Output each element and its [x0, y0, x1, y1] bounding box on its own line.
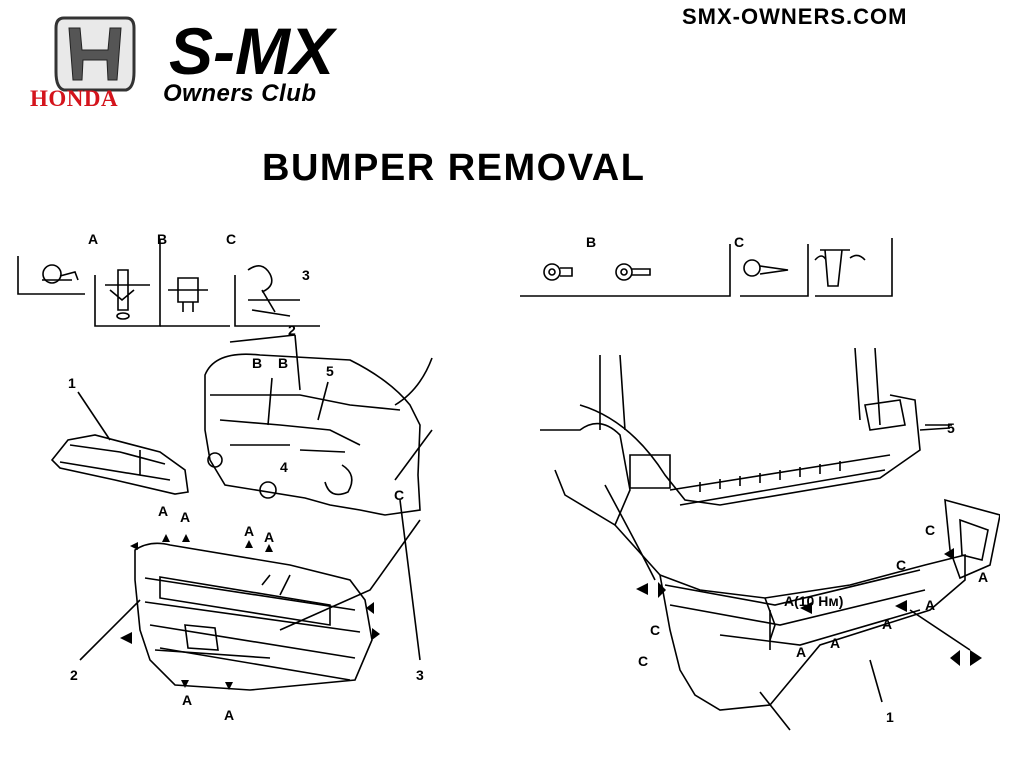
- front-bumper-cover: [134, 542, 373, 691]
- self-tapping-screw-icon: [743, 259, 789, 277]
- front-key-a-label: A: [88, 231, 98, 247]
- front-body-structure: [204, 334, 433, 516]
- rear-point-a1: A: [796, 644, 806, 660]
- front-point-a4: A: [264, 529, 274, 545]
- rear-body-structure: [540, 347, 951, 527]
- rear-point-c2: C: [896, 557, 906, 573]
- front-point-b2: B: [278, 355, 288, 371]
- honda-wordmark: HONDA: [30, 86, 119, 111]
- rear-point-a2: A: [830, 635, 840, 651]
- push-rivet-icon: [168, 277, 208, 312]
- front-callout-5: 5: [326, 363, 334, 379]
- front-point-b1: B: [252, 355, 262, 371]
- rear-bumper-cover: [658, 498, 1000, 711]
- rear-key-b-label: B: [586, 234, 596, 250]
- flange-bolt-icon: [543, 263, 573, 281]
- front-callout-1: 1: [68, 375, 76, 391]
- rear-point-a4: A: [925, 597, 935, 613]
- clip-fastener-icon: [105, 269, 150, 320]
- rear-point-a5: A: [978, 569, 988, 585]
- front-bumper-diagram: A B C 3 2 1 5 B B 4 C A A A A 2 3 A A: [17, 231, 433, 723]
- retainer-clip-icon: [247, 265, 300, 317]
- rear-bumper-diagram: A B C 5 A(10 Нм) C C C C A A A A A 1: [520, 234, 1000, 731]
- front-fastener-key: [17, 240, 320, 327]
- screw-icon: [42, 264, 79, 284]
- rear-fastener-key: [520, 238, 893, 297]
- front-point-a3: A: [244, 523, 254, 539]
- front-key-c-label: C: [226, 231, 236, 247]
- rear-point-a3: A: [882, 616, 892, 632]
- smx-logo-text: S-MX: [169, 16, 338, 82]
- front-point-a6: A: [224, 707, 234, 723]
- front-key-b-label: B: [157, 231, 167, 247]
- front-point-c: C: [394, 487, 404, 503]
- front-callout-3: 3: [416, 667, 424, 683]
- rear-point-c1: C: [925, 522, 935, 538]
- rear-torque-note: A(10 Нм): [784, 593, 843, 609]
- page-title: BUMPER REMOVAL: [262, 147, 646, 189]
- site-url[interactable]: SMX-OWNERS.COM: [682, 4, 908, 29]
- honda-h-emblem-icon: [54, 16, 136, 92]
- trim-clip-icon: [814, 249, 866, 287]
- owners-club-label: Owners Club: [163, 80, 317, 107]
- smx-logo: S-MX: [169, 16, 338, 82]
- front-callout-2-key: 2: [288, 322, 296, 338]
- rear-key-c-label: C: [734, 234, 744, 250]
- front-callout-2: 2: [70, 667, 78, 683]
- front-point-a5: A: [182, 692, 192, 708]
- headlight-assembly: [50, 434, 189, 495]
- front-callout-4: 4: [280, 459, 288, 475]
- rear-callout-1: 1: [886, 709, 894, 725]
- rear-point-c4: C: [638, 653, 648, 669]
- washer-bolt-icon: [615, 263, 651, 281]
- front-point-a1: A: [158, 503, 168, 519]
- rear-callout-5: 5: [947, 420, 955, 436]
- rear-point-c3: C: [650, 622, 660, 638]
- front-point-a2: A: [180, 509, 190, 525]
- front-callout-3-key: 3: [302, 267, 310, 283]
